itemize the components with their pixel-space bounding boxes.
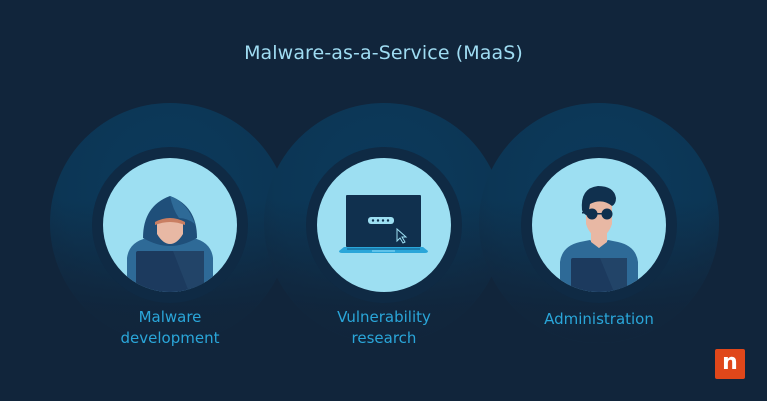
brand-logo: n	[715, 349, 745, 379]
node-vulnerability-research: Vulnerability research	[264, 0, 504, 401]
node-label-line1: Malware	[138, 308, 202, 326]
illustration-circle	[103, 158, 237, 292]
node-label-line2: research	[351, 329, 417, 347]
node-label: Vulnerability research	[264, 307, 504, 349]
illustration-circle	[532, 158, 666, 292]
laptop-password-icon	[339, 195, 428, 253]
hooded-hacker-icon	[127, 196, 213, 292]
illustration-circle	[317, 158, 451, 292]
admin-person-icon	[560, 186, 638, 292]
page-title: Malware-as-a-Service (MaaS)	[244, 42, 523, 64]
node-malware-development: Malware development	[50, 0, 290, 401]
node-label-line2: development	[120, 329, 220, 347]
node-label: Malware development	[50, 307, 290, 349]
node-administration: Administration	[479, 0, 719, 401]
node-label-line1: Administration	[544, 310, 654, 328]
node-label-line1: Vulnerability	[337, 308, 431, 326]
node-label: Administration	[479, 309, 719, 330]
